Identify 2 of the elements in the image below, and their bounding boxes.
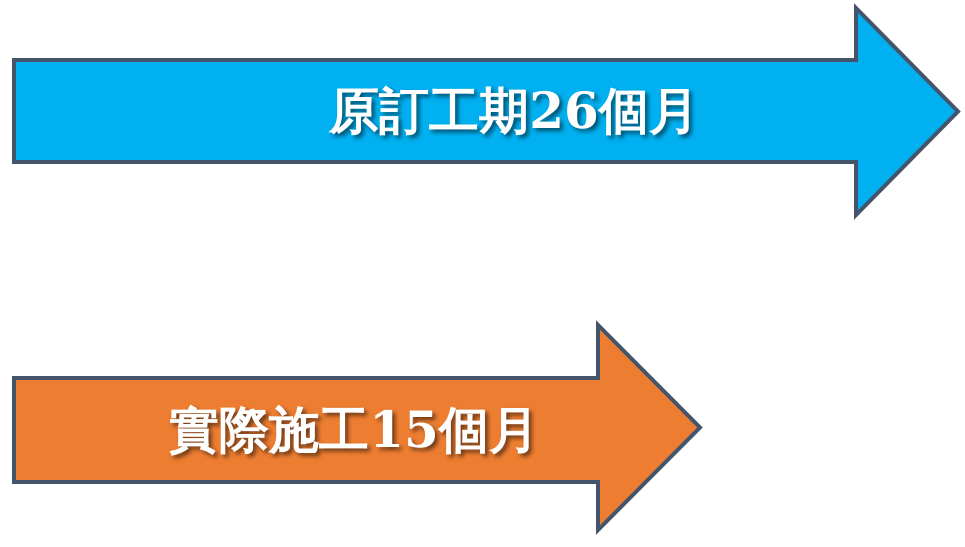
arrow-label: 實際施工15個月 bbox=[168, 399, 540, 461]
arrow-label: 原訂工期26個月 bbox=[328, 80, 700, 142]
